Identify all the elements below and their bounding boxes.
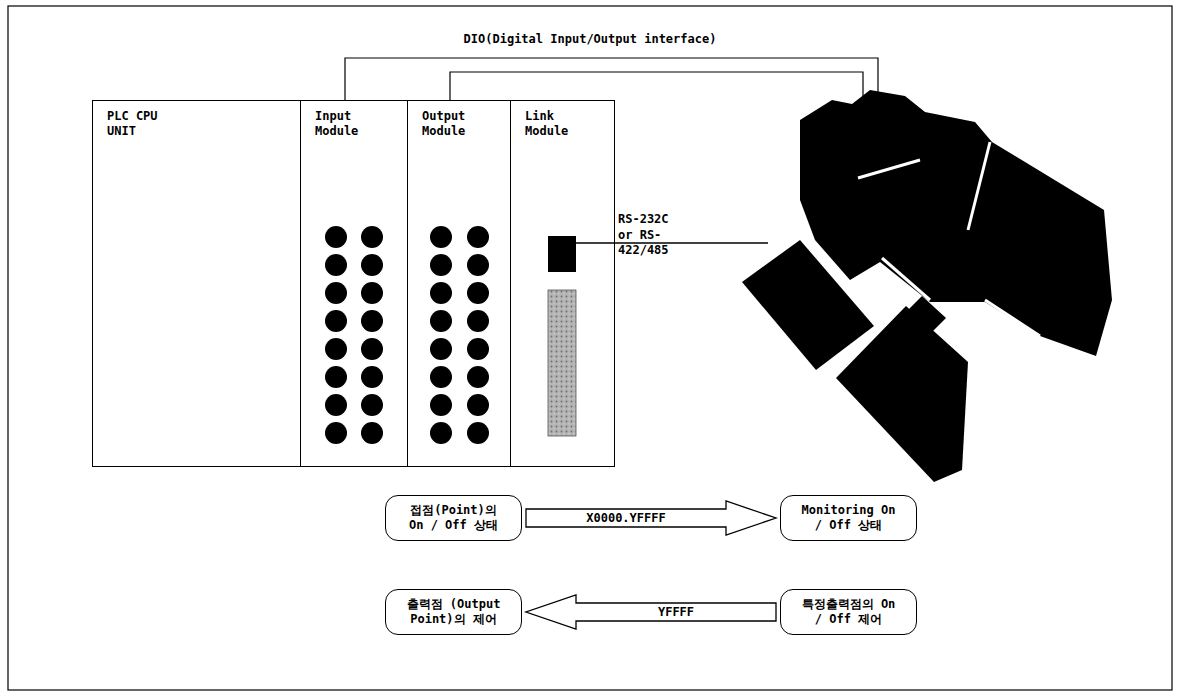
- led: [361, 394, 383, 416]
- output-control-box: 출력점 (Output Point)의 제어: [385, 589, 522, 635]
- led: [361, 254, 383, 276]
- arrow-label: YFFFF: [655, 605, 697, 619]
- led: [361, 338, 383, 360]
- cpu-unit: PLC CPU UNIT: [92, 100, 301, 467]
- node-text: 출력점 (Output Point)의 제어: [400, 597, 507, 627]
- serial-label: RS-232C or RS-422/485: [618, 212, 688, 259]
- input-module: Input Module: [300, 100, 408, 467]
- node-text: Monitoring On / Off 상태: [795, 503, 902, 533]
- led: [467, 422, 489, 444]
- led: [361, 422, 383, 444]
- led: [430, 226, 452, 248]
- camera-device: [742, 90, 1112, 482]
- led: [325, 226, 347, 248]
- arrow-label: X0000.YFFFF: [583, 511, 668, 525]
- node-text: Output Module: [422, 109, 488, 139]
- dio-wires: [345, 58, 878, 100]
- led: [325, 282, 347, 304]
- block-arrow: [526, 501, 776, 535]
- led: [361, 310, 383, 332]
- led: [430, 422, 452, 444]
- link-module: Link Module: [510, 100, 615, 467]
- led: [467, 394, 489, 416]
- monitor-box: Monitoring On / Off 상태: [780, 495, 917, 541]
- led: [325, 338, 347, 360]
- node-text: 특정출력점의 On / Off 제어: [795, 597, 902, 627]
- output-module: Output Module: [407, 100, 511, 467]
- node-text: 접점(Point)의 On / Off 상태: [400, 503, 507, 533]
- outer-frame: [8, 6, 1172, 690]
- led: [467, 310, 489, 332]
- led: [430, 254, 452, 276]
- node-text: PLC CPU UNIT: [107, 109, 173, 139]
- led: [467, 226, 489, 248]
- led: [430, 338, 452, 360]
- output-leds: [430, 226, 489, 444]
- node-text: Link Module: [525, 109, 591, 139]
- link-port: [548, 236, 576, 272]
- led: [467, 282, 489, 304]
- led: [467, 338, 489, 360]
- led: [325, 422, 347, 444]
- led: [325, 366, 347, 388]
- led: [430, 282, 452, 304]
- input-leds: [325, 226, 383, 444]
- led: [467, 366, 489, 388]
- led: [361, 282, 383, 304]
- interface-label: DIO(Digital Input/Output interface): [464, 32, 717, 48]
- led: [325, 310, 347, 332]
- led: [361, 366, 383, 388]
- block-arrow: [526, 595, 776, 629]
- led: [430, 394, 452, 416]
- led: [361, 226, 383, 248]
- point-control-box: 특정출력점의 On / Off 제어: [780, 589, 917, 635]
- link-panel: [548, 290, 576, 436]
- led: [467, 254, 489, 276]
- status-box: 접점(Point)의 On / Off 상태: [385, 495, 522, 541]
- led: [430, 366, 452, 388]
- led: [325, 394, 347, 416]
- serial-cable: [576, 242, 768, 244]
- led: [325, 254, 347, 276]
- led: [430, 310, 452, 332]
- node-text: Input Module: [315, 109, 381, 139]
